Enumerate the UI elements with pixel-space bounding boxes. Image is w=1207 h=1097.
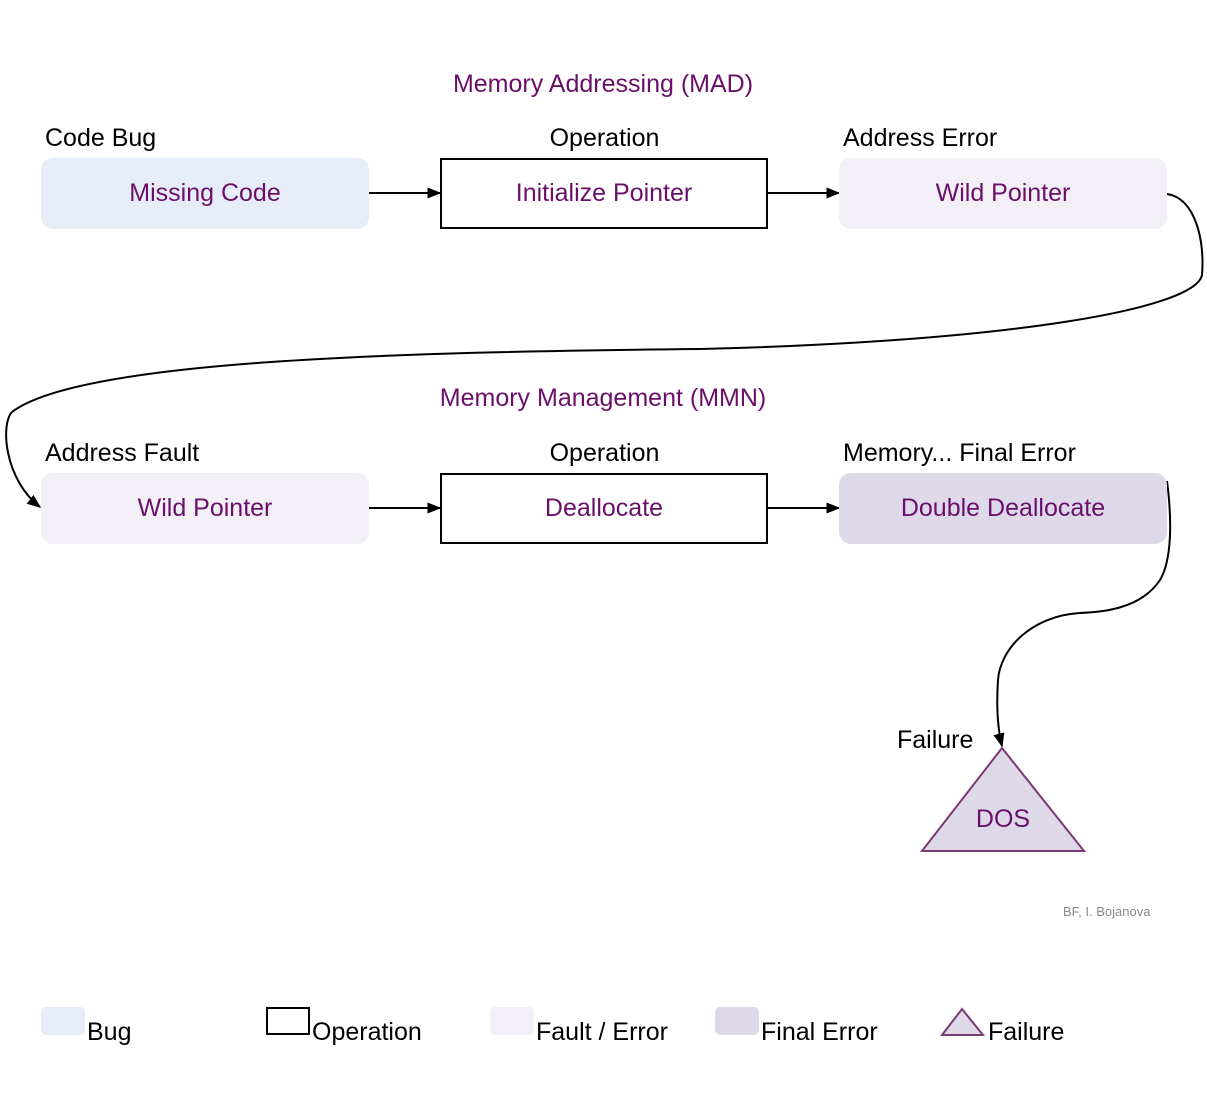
legend-failure-triangle-icon xyxy=(940,1007,986,1036)
node-wild-pointer-fault[interactable]: Wild Pointer xyxy=(41,473,369,544)
legend-swatch-operation xyxy=(266,1007,310,1035)
legend-label-operation: Operation xyxy=(312,1018,422,1046)
legend-item-final-error: Final Error xyxy=(715,1005,878,1045)
arrow-error-to-fault xyxy=(5,193,1204,508)
legend-label-fault-error: Fault / Error xyxy=(536,1018,668,1046)
caption-operation-2: Operation xyxy=(549,439,660,467)
legend-swatch-bug xyxy=(41,1007,85,1035)
legend-swatch-final-error xyxy=(715,1007,759,1035)
node-initialize-pointer[interactable]: Initialize Pointer xyxy=(440,158,768,229)
caption-code-bug: Code Bug xyxy=(45,124,157,152)
node-double-deallocate-text: Double Deallocate xyxy=(900,494,1106,522)
node-wild-pointer-fault-text: Wild Pointer xyxy=(137,494,273,522)
failure-triangle xyxy=(919,746,1087,852)
legend-item-failure: Failure xyxy=(940,1005,1064,1045)
section-title-mmn: Memory Management (MMN) xyxy=(439,384,767,412)
legend-item-operation: Operation xyxy=(266,1005,422,1045)
node-missing-code-text: Missing Code xyxy=(129,179,281,207)
node-initialize-pointer-text: Initialize Pointer xyxy=(515,179,693,207)
legend-label-failure: Failure xyxy=(988,1018,1065,1046)
caption-address-error: Address Error xyxy=(843,124,998,152)
legend-item-fault-error: Fault / Error xyxy=(490,1005,668,1045)
arrow-final-to-failure xyxy=(993,480,1172,748)
caption-failure: Failure xyxy=(897,726,974,754)
node-deallocate[interactable]: Deallocate xyxy=(440,473,768,544)
legend-label-bug: Bug xyxy=(87,1018,132,1046)
node-deallocate-text: Deallocate xyxy=(544,494,664,522)
caption-operation-1: Operation xyxy=(549,124,660,152)
node-wild-pointer-error[interactable]: Wild Pointer xyxy=(839,158,1167,229)
credit-text: BF, I. Bojanova xyxy=(1063,904,1151,919)
caption-final-error: Memory... Final Error xyxy=(843,439,1076,467)
node-double-deallocate[interactable]: Double Deallocate xyxy=(839,473,1167,544)
failure-dos-text: DOS xyxy=(975,805,1031,833)
section-title-mad: Memory Addressing (MAD) xyxy=(452,70,754,98)
node-wild-pointer-error-text: Wild Pointer xyxy=(935,179,1071,207)
caption-address-fault: Address Fault xyxy=(45,439,200,467)
legend-label-final-error: Final Error xyxy=(761,1018,878,1046)
node-missing-code[interactable]: Missing Code xyxy=(41,158,369,229)
legend-item-bug: Bug xyxy=(41,1005,131,1045)
legend-swatch-fault-error xyxy=(490,1007,534,1035)
